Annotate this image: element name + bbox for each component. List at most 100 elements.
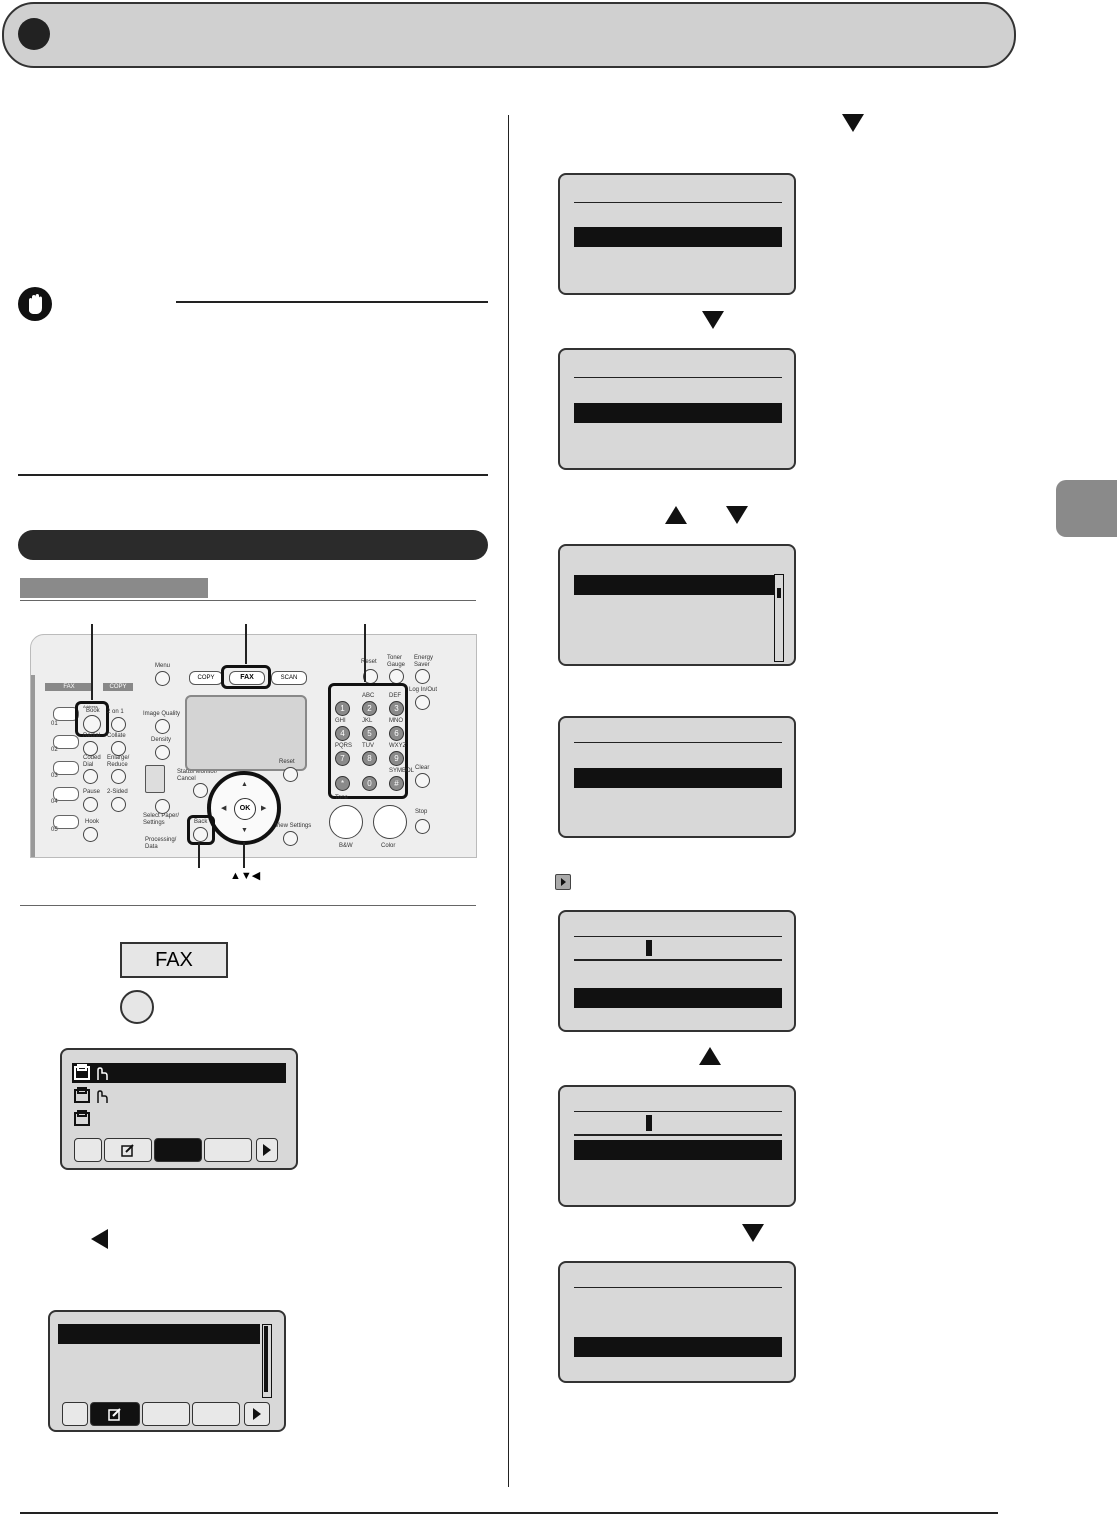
softkey-4[interactable] (204, 1138, 252, 1162)
edit-icon (108, 1408, 121, 1421)
keypad-key-7[interactable]: 7 (335, 751, 350, 766)
two-sided-label: 2-Sided (107, 789, 128, 795)
edit-softkey[interactable] (104, 1138, 152, 1162)
softkey-selected[interactable] (154, 1138, 202, 1162)
edit-softkey[interactable] (90, 1402, 140, 1426)
login-out-key[interactable] (415, 695, 430, 710)
hook-label: Hook (85, 819, 100, 825)
keypad-letters-#: SYMBOL (389, 768, 415, 774)
redial-key[interactable] (83, 741, 98, 756)
keypad-key-8[interactable]: 8 (362, 751, 377, 766)
status-monitor-key[interactable] (193, 783, 208, 798)
processing-data-label: Processing/ Data (145, 837, 177, 850)
keypad-key-star[interactable]: * (335, 776, 350, 791)
keypad-key-2[interactable]: 2 (362, 701, 377, 716)
two-sided-key[interactable] (111, 797, 126, 812)
keypad-key-hash[interactable]: # (389, 776, 404, 791)
screen-title-rule (574, 742, 782, 743)
keypad-key-3[interactable]: 3 (389, 701, 404, 716)
right-arrow-icon (253, 1408, 261, 1420)
callout-leader-arrows (243, 842, 245, 868)
down-arrow-icon (742, 1224, 764, 1242)
next-page-softkey[interactable] (256, 1138, 278, 1162)
keypad-letters-8: TUV (362, 743, 374, 749)
onetouch-key-03[interactable] (53, 761, 79, 775)
select-paper-key[interactable] (155, 799, 170, 814)
softkey-4[interactable] (192, 1402, 240, 1426)
keypad-key-4[interactable]: 4 (335, 726, 350, 741)
settings-list-screen (48, 1310, 286, 1432)
cursor-block (646, 940, 652, 956)
fax-mode-button[interactable]: FAX (229, 671, 265, 685)
start-bw-label: B&W (339, 843, 353, 849)
input-underline-rule (574, 1134, 782, 1136)
callout-leader-book (91, 624, 93, 700)
scan-mode-button[interactable]: SCAN (271, 671, 307, 685)
column-divider (508, 115, 509, 1487)
toner-gauge-key[interactable] (389, 669, 404, 684)
enlarge-reduce-key[interactable] (111, 769, 126, 784)
coded-dial-label: Coded Dial (83, 755, 101, 768)
energy-saver-key[interactable] (415, 669, 430, 684)
onetouch-label-01: 01 (51, 721, 58, 727)
back-key[interactable] (193, 827, 208, 842)
image-quality-key[interactable] (155, 719, 170, 734)
keypad-letters-6: MNO (389, 718, 403, 724)
keypad-key-6[interactable]: 6 (389, 726, 404, 741)
keypad-key-5[interactable]: 5 (362, 726, 377, 741)
keypad-key-0[interactable]: 0 (362, 776, 377, 791)
ok-key[interactable]: OK (234, 798, 256, 820)
keypad-letters-2: ABC (362, 693, 375, 699)
softkey-1[interactable] (74, 1138, 102, 1162)
onetouch-label-02: 02 (51, 747, 58, 753)
hook-key[interactable] (83, 827, 98, 842)
scrollbar-track (774, 574, 784, 662)
left-arrow-icon (91, 1229, 108, 1249)
subsection-label-bar (20, 578, 208, 598)
onetouch-key-02[interactable] (53, 735, 79, 749)
next-page-softkey[interactable] (244, 1402, 270, 1426)
right-arrow-icon (263, 1144, 271, 1156)
density-key[interactable] (155, 745, 170, 760)
address-book-key[interactable] (83, 715, 101, 733)
onetouch-key-01[interactable] (53, 707, 79, 721)
view-settings-key[interactable] (283, 831, 298, 846)
address-book-callout (75, 701, 109, 737)
screen-title-rule (574, 1111, 782, 1112)
keypad-letters-5: JKL (362, 718, 373, 724)
copy-mode-button[interactable]: COPY (189, 671, 223, 685)
two-on-one-key[interactable] (111, 717, 126, 732)
chapter-bullet-icon (18, 18, 50, 50)
start-bw-key[interactable] (329, 805, 363, 839)
onetouch-key-04[interactable] (53, 787, 79, 801)
keypad-key-9[interactable]: 9 (389, 751, 404, 766)
callout-leader-fax (245, 624, 247, 664)
nav-up-arrow-icon[interactable]: ▲ (241, 781, 248, 788)
keypad-key-1[interactable]: 1 (335, 701, 350, 716)
pause-key[interactable] (83, 797, 98, 812)
softkey-1[interactable] (62, 1402, 88, 1426)
fax-manual-icon (74, 1087, 108, 1103)
reset-top-label: Reset (361, 659, 377, 665)
address-book-label: Book (86, 708, 100, 714)
reset-key[interactable] (283, 767, 298, 782)
fax-main-screen (60, 1048, 298, 1170)
nav-down-arrow-icon[interactable]: ▼ (241, 827, 248, 834)
start-color-key[interactable] (373, 805, 407, 839)
nav-right-arrow-icon[interactable]: ▶ (261, 805, 267, 812)
clear-key[interactable] (415, 773, 430, 788)
menu-key[interactable] (155, 671, 170, 686)
up-arrow-icon (665, 506, 687, 524)
chapter-side-tab (1056, 480, 1117, 537)
nav-left-arrow-icon[interactable]: ◀ (221, 805, 227, 812)
important-title-rule (176, 301, 488, 303)
start-color-label: Color (381, 843, 396, 849)
onetouch-key-05[interactable] (53, 815, 79, 829)
stop-key[interactable] (415, 819, 430, 834)
redial-label: Redial (83, 733, 101, 739)
coded-dial-key[interactable] (83, 769, 98, 784)
softkey-3[interactable] (142, 1402, 190, 1426)
collate-key[interactable] (111, 741, 126, 756)
select-paper-label: Select Paper/ Settings (143, 813, 180, 826)
screen-highlight-row (574, 1140, 782, 1160)
